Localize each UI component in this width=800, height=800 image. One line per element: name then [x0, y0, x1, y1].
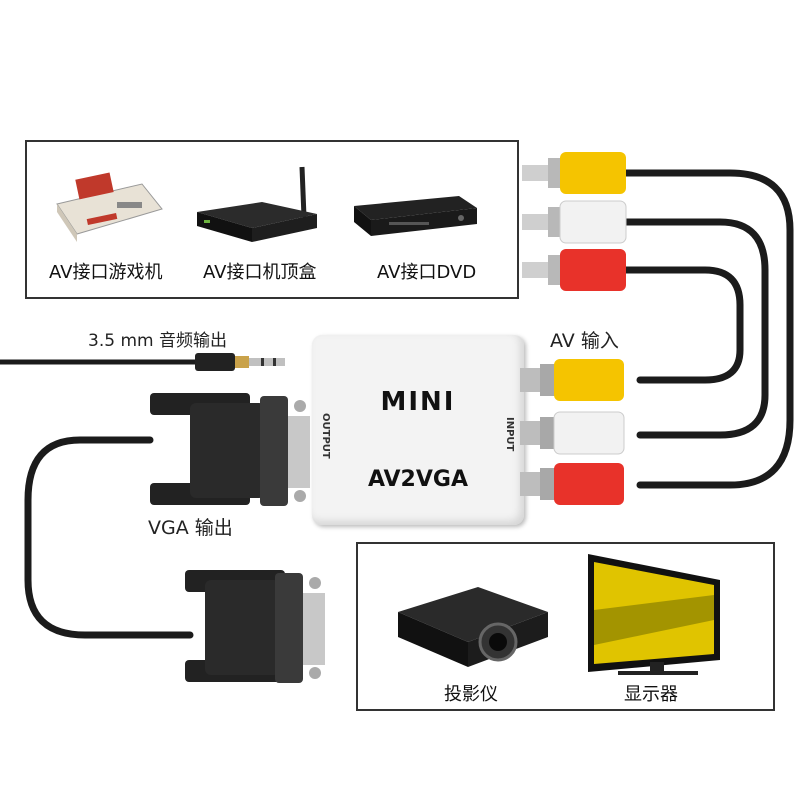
audio-out-label: 3.5 mm 音频输出	[88, 331, 227, 351]
projector-icon	[398, 587, 548, 667]
monitor-label: 显示器	[624, 684, 678, 705]
converter-model: AV2VGA	[368, 467, 468, 492]
yellow-rca-cable	[622, 169, 794, 489]
yellow-rca-plug-top	[522, 152, 626, 194]
projector-label: 投影仪	[444, 684, 498, 705]
white-rca-plug-converter	[520, 411, 625, 455]
monitor-icon	[588, 554, 720, 675]
vga-cable	[24, 436, 194, 639]
white-rca-cable	[622, 218, 769, 439]
set-top-box-icon	[197, 166, 317, 242]
input-port-label: INPUT	[504, 417, 515, 452]
white-rca-plug-top	[522, 200, 627, 244]
vga-out-label: VGA 输出	[148, 517, 233, 539]
sources-box: AV接口游戏机 AV接口机顶盒 AV接口DVD	[25, 140, 519, 299]
game-console-label: AV接口游戏机	[49, 262, 163, 283]
game-console-icon	[56, 172, 163, 242]
dvd-label: AV接口DVD	[377, 262, 477, 283]
audio-jack-icon	[195, 353, 285, 371]
converter-box: MINI AV2VGA OUTPUT INPUT	[312, 335, 524, 525]
converter-title: MINI	[380, 387, 456, 417]
red-rca-plug-converter	[520, 463, 624, 505]
red-rca-plug-top	[522, 249, 626, 291]
red-rca-cable	[622, 266, 744, 384]
outputs-box: 投影仪 显示器	[356, 542, 775, 711]
yellow-rca-plug-converter	[520, 359, 624, 401]
vga-connector-top	[150, 393, 310, 506]
dvd-player-icon	[354, 196, 477, 236]
set-top-box-label: AV接口机顶盒	[203, 262, 317, 283]
output-port-label: OUTPUT	[320, 413, 331, 459]
av-in-label: AV 输入	[550, 330, 619, 352]
vga-connector-bottom	[185, 570, 325, 683]
